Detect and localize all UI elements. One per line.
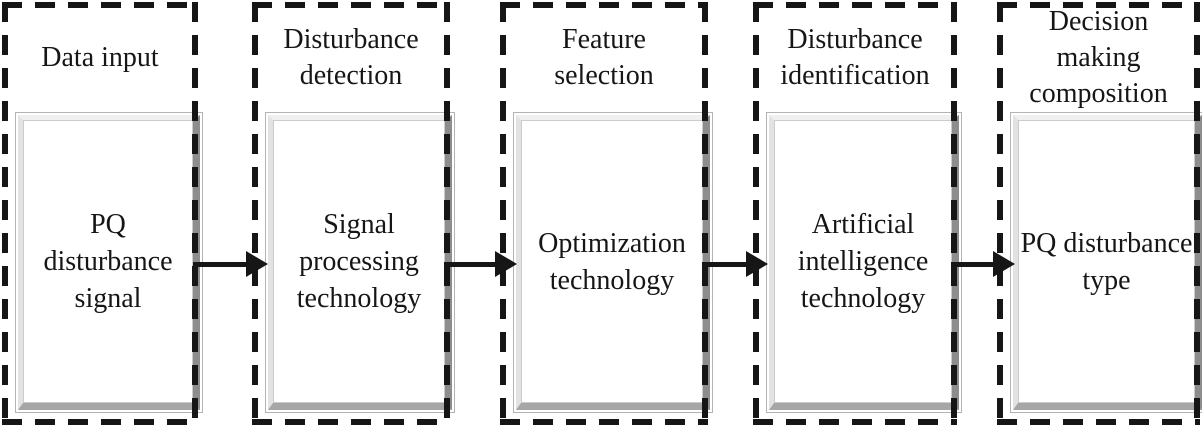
flow-arrow-4 — [951, 251, 1015, 277]
stage-data-input: Data input PQ disturbance signal — [2, 2, 203, 425]
process-box-text: Artificial intelligence technology — [774, 120, 952, 403]
arrow-shaft — [951, 262, 999, 267]
process-box-text: PQ disturbance type — [1018, 120, 1195, 403]
stage-disturbance-detection: Disturbance detection Signal processing … — [252, 2, 455, 425]
stage-label: Data input — [41, 42, 159, 73]
flow-arrow-3 — [702, 251, 768, 277]
arrow-head-icon — [993, 251, 1015, 277]
flow-arrow-1 — [193, 251, 268, 277]
process-box: PQ disturbance type — [1010, 112, 1202, 413]
arrow-shaft — [702, 262, 752, 267]
stage-label: Decision making composition — [1029, 6, 1168, 109]
process-box-text: Signal processing technology — [273, 120, 445, 403]
arrow-shaft — [444, 262, 501, 267]
process-box-bevel: PQ disturbance type — [1013, 115, 1202, 410]
stage-disturbance-identification: Disturbance identification Artificial in… — [753, 2, 962, 425]
process-box-bevel: PQ disturbance signal — [18, 115, 200, 410]
arrow-head-icon — [746, 251, 768, 277]
process-box-bevel: Optimization technology — [516, 115, 710, 410]
stage-label: Disturbance detection — [283, 24, 419, 91]
flow-arrow-2 — [444, 251, 517, 277]
process-box-bevel: Artificial intelligence technology — [769, 115, 959, 410]
process-box: Signal processing technology — [265, 112, 455, 413]
arrow-shaft — [193, 262, 252, 267]
process-box: Optimization technology — [513, 112, 713, 413]
process-box: Artificial intelligence technology — [766, 112, 962, 413]
process-box-text: Optimization technology — [521, 120, 703, 403]
process-box: PQ disturbance signal — [15, 112, 203, 413]
arrow-head-icon — [246, 251, 268, 277]
process-box-text: PQ disturbance signal — [23, 120, 193, 403]
process-box-bevel: Signal processing technology — [268, 115, 452, 410]
stage-feature-selection: Feature selection Optimization technolog… — [500, 2, 713, 425]
stage-label: Disturbance identification — [780, 24, 930, 91]
arrow-head-icon — [495, 251, 517, 277]
stage-decision-making: Decision making composition PQ disturban… — [997, 2, 1202, 425]
stage-label: Feature selection — [554, 24, 654, 91]
